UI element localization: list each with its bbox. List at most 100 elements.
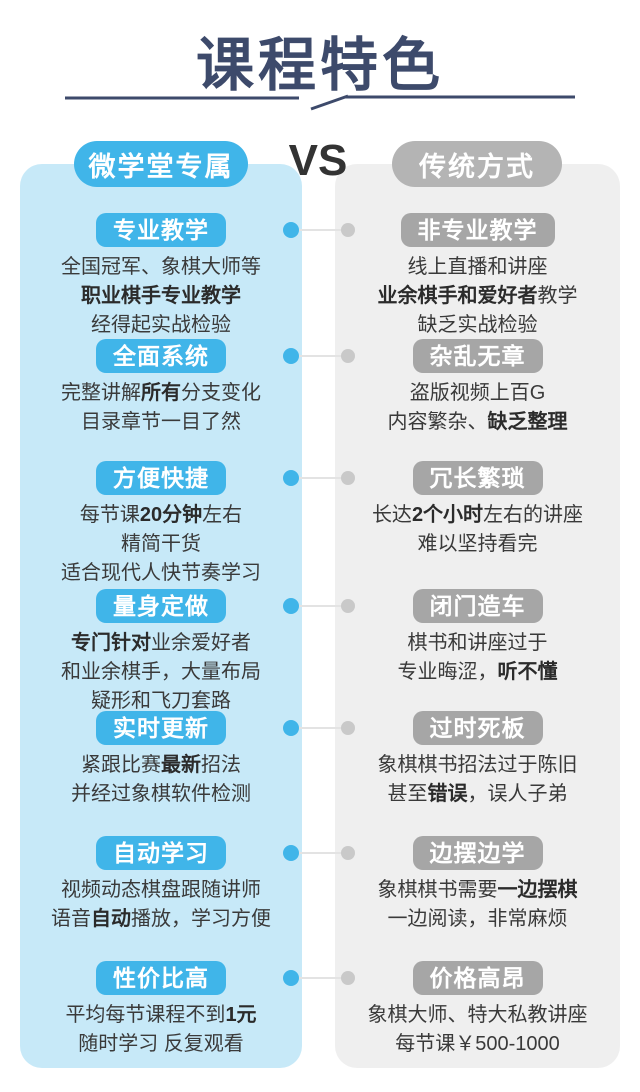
right-feature: 非专业教学线上直播和讲座业余棋手和爱好者教学缺乏实战检验 xyxy=(335,213,620,340)
connector-dot-blue xyxy=(283,970,299,986)
left-feature-badge: 全面系统 xyxy=(96,339,226,373)
connector-dot-gray xyxy=(341,846,355,860)
right-feature-badge: 闭门造车 xyxy=(412,589,543,623)
left-feature-text: 语音 xyxy=(51,908,91,930)
right-feature-text: 棋书和讲座过于 xyxy=(407,632,548,654)
right-feature-line: 缺乏实战检验 xyxy=(335,311,620,340)
left-feature-description: 完整讲解所有分支变化目录章节一目了然 xyxy=(20,379,302,437)
row-connector xyxy=(283,598,355,614)
comparison-rows: 专业教学全国冠军、象棋大师等职业棋手专业教学经得起实战检验非专业教学线上直播和讲… xyxy=(0,213,640,1055)
right-feature-description: 盗版视频上百G 内容繁杂、缺乏整理 xyxy=(335,379,620,437)
left-feature: 专业教学全国冠军、象棋大师等职业棋手专业教学经得起实战检验 xyxy=(20,213,302,340)
row-connector xyxy=(283,348,355,364)
connector-line xyxy=(291,977,348,979)
right-feature-text: 内容繁杂、 xyxy=(387,411,488,433)
left-feature-text: 适合现代人快节奏学习 xyxy=(61,562,261,584)
left-feature-line: 完整讲解所有分支变化 xyxy=(20,379,302,408)
left-feature-badge: 性价比高 xyxy=(96,961,226,995)
right-feature: 边摆边学象棋棋书需要一边摆棋一边阅读，非常麻烦 xyxy=(335,836,620,934)
right-feature: 过时死板象棋棋书招法过于陈旧甚至错误，误人子弟 xyxy=(335,711,620,809)
left-feature-text: 每节课 xyxy=(79,504,140,526)
left-feature-text: 和业余棋手，大量布局 xyxy=(61,661,261,683)
left-feature-line: 紧跟比赛最新招法 xyxy=(20,751,302,780)
left-feature-text: 视频动态棋盘跟随讲师 xyxy=(61,879,261,901)
left-feature-em: 所有 xyxy=(141,382,181,404)
left-feature-badge: 专业教学 xyxy=(96,213,226,247)
right-column-header: 传统方式 xyxy=(392,141,562,187)
connector-line xyxy=(291,477,348,479)
right-feature-line: 象棋大师、特大私教讲座 xyxy=(335,1001,620,1030)
right-feature-em: 业余棋手和爱好者 xyxy=(377,285,538,307)
left-feature-text: 并经过象棋软件检测 xyxy=(71,783,251,805)
left-feature-description: 视频动态棋盘跟随讲师语音自动播放，学习方便 xyxy=(20,876,302,934)
right-feature-badge: 冗长繁琐 xyxy=(412,461,543,495)
left-feature: 性价比高平均每节课程不到1元随时学习 反复观看 xyxy=(20,961,302,1059)
title-underline xyxy=(65,94,575,111)
right-feature-text: 缺乏实战检验 xyxy=(417,314,538,336)
right-feature-line: 难以坚持看完 xyxy=(335,530,620,559)
connector-dot-blue xyxy=(283,222,299,238)
comparison-row-1: 专业教学全国冠军、象棋大师等职业棋手专业教学经得起实战检验非专业教学线上直播和讲… xyxy=(0,213,640,339)
left-feature-description: 平均每节课程不到1元随时学习 反复观看 xyxy=(20,1001,302,1059)
left-feature-text: 平均每节课程不到 xyxy=(65,1004,226,1026)
left-feature-text: 精简干货 xyxy=(121,533,201,555)
right-feature-description: 象棋大师、特大私教讲座每节课￥500-1000 xyxy=(335,1001,620,1059)
left-feature-line: 每节课20分钟左右 xyxy=(20,501,302,530)
right-feature-line: 棋书和讲座过于 xyxy=(335,629,620,658)
right-feature-text: 象棋大师、特大私教讲座 xyxy=(367,1004,588,1026)
left-feature: 自动学习视频动态棋盘跟随讲师语音自动播放，学习方便 xyxy=(20,836,302,934)
row-connector xyxy=(283,470,355,486)
row-connector xyxy=(283,222,355,238)
right-feature: 闭门造车棋书和讲座过于专业晦涩，听不懂 xyxy=(335,589,620,687)
right-feature-line: 甚至错误，误人子弟 xyxy=(335,780,620,809)
comparison-row-6: 自动学习视频动态棋盘跟随讲师语音自动播放，学习方便边摆边学象棋棋书需要一边摆棋一… xyxy=(0,836,640,961)
right-feature-text: 盗版视频上百G xyxy=(409,382,546,404)
left-feature-badge: 自动学习 xyxy=(96,836,226,870)
connector-dot-gray xyxy=(341,721,355,735)
right-feature-line: 每节课￥500-1000 xyxy=(335,1030,620,1059)
right-feature-description: 线上直播和讲座业余棋手和爱好者教学缺乏实战检验 xyxy=(335,253,620,340)
right-feature: 冗长繁琐长达2个小时左右的讲座难以坚持看完 xyxy=(335,461,620,559)
connector-dot-blue xyxy=(283,598,299,614)
left-feature-line: 职业棋手专业教学 xyxy=(20,282,302,311)
left-feature-line: 平均每节课程不到1元 xyxy=(20,1001,302,1030)
left-feature-line: 和业余棋手，大量布局 xyxy=(20,658,302,687)
right-feature-text: 教学 xyxy=(537,285,578,307)
connector-line xyxy=(291,229,348,231)
left-feature-text: 左右 xyxy=(202,504,243,526)
left-feature-text: 招法 xyxy=(201,754,241,776)
right-feature-line: 长达2个小时左右的讲座 xyxy=(335,501,620,530)
right-feature-badge: 边摆边学 xyxy=(412,836,543,870)
right-feature-em: 听不懂 xyxy=(497,661,558,683)
right-feature-text: 专业晦涩， xyxy=(397,661,498,683)
connector-dot-gray xyxy=(341,971,355,985)
right-feature-em: 2个小时 xyxy=(411,504,484,526)
right-feature-text: 左右的讲座 xyxy=(483,504,584,526)
left-feature: 方便快捷每节课20分钟左右精简干货适合现代人快节奏学习 xyxy=(20,461,302,588)
vs-label: VS xyxy=(288,136,348,185)
right-feature-text: 象棋棋书需要 xyxy=(377,879,498,901)
connector-dot-gray xyxy=(341,349,355,363)
right-feature-text: 一边阅读，非常麻烦 xyxy=(387,908,568,930)
left-feature: 全面系统完整讲解所有分支变化目录章节一目了然 xyxy=(20,339,302,437)
row-connector xyxy=(283,970,355,986)
connector-line xyxy=(291,852,348,854)
comparison-row-4: 量身定做专门针对业余爱好者和业余棋手，大量布局疑形和飞刀套路闭门造车棋书和讲座过… xyxy=(0,589,640,712)
connector-line xyxy=(291,355,348,357)
right-feature-line: 一边阅读，非常麻烦 xyxy=(335,905,620,934)
left-feature-text: 目录章节一目了然 xyxy=(81,411,241,433)
right-feature-text: 每节课￥500-1000 xyxy=(395,1033,560,1055)
left-feature-line: 适合现代人快节奏学习 xyxy=(20,559,302,588)
right-feature-em: 一边摆棋 xyxy=(497,879,578,901)
connector-line xyxy=(291,605,348,607)
left-feature-text: 分支变化 xyxy=(181,382,261,404)
connector-dot-blue xyxy=(283,845,299,861)
right-feature-line: 盗版视频上百G xyxy=(335,379,620,408)
right-feature-line: 内容繁杂、缺乏整理 xyxy=(335,408,620,437)
right-feature-badge: 过时死板 xyxy=(412,711,543,745)
left-feature-em: 最新 xyxy=(161,754,201,776)
left-column-header: 微学堂专属 xyxy=(74,141,248,187)
row-connector xyxy=(283,845,355,861)
